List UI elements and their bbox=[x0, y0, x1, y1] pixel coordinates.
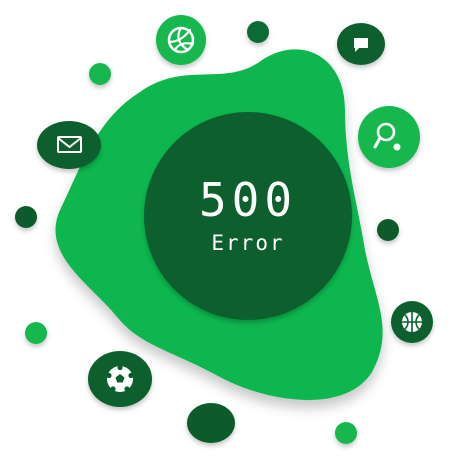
error-label: Error bbox=[211, 231, 285, 255]
soccer-ball-icon bbox=[88, 351, 152, 407]
dot-top bbox=[247, 21, 269, 43]
tennis-icon bbox=[358, 106, 420, 168]
volleyball-icon bbox=[156, 15, 206, 65]
chat-icon bbox=[337, 23, 385, 65]
dot-right-mid bbox=[377, 219, 399, 241]
dot-left-mid bbox=[15, 206, 37, 228]
mail-icon bbox=[37, 121, 101, 169]
dot-left-top bbox=[89, 63, 111, 85]
error-code: 500 bbox=[198, 173, 298, 227]
dot-bottom-right bbox=[335, 422, 357, 444]
basketball-icon bbox=[391, 301, 433, 343]
dot-bottom-large bbox=[187, 403, 235, 443]
dot-left-bottom bbox=[25, 322, 47, 344]
error-circle bbox=[144, 112, 352, 320]
